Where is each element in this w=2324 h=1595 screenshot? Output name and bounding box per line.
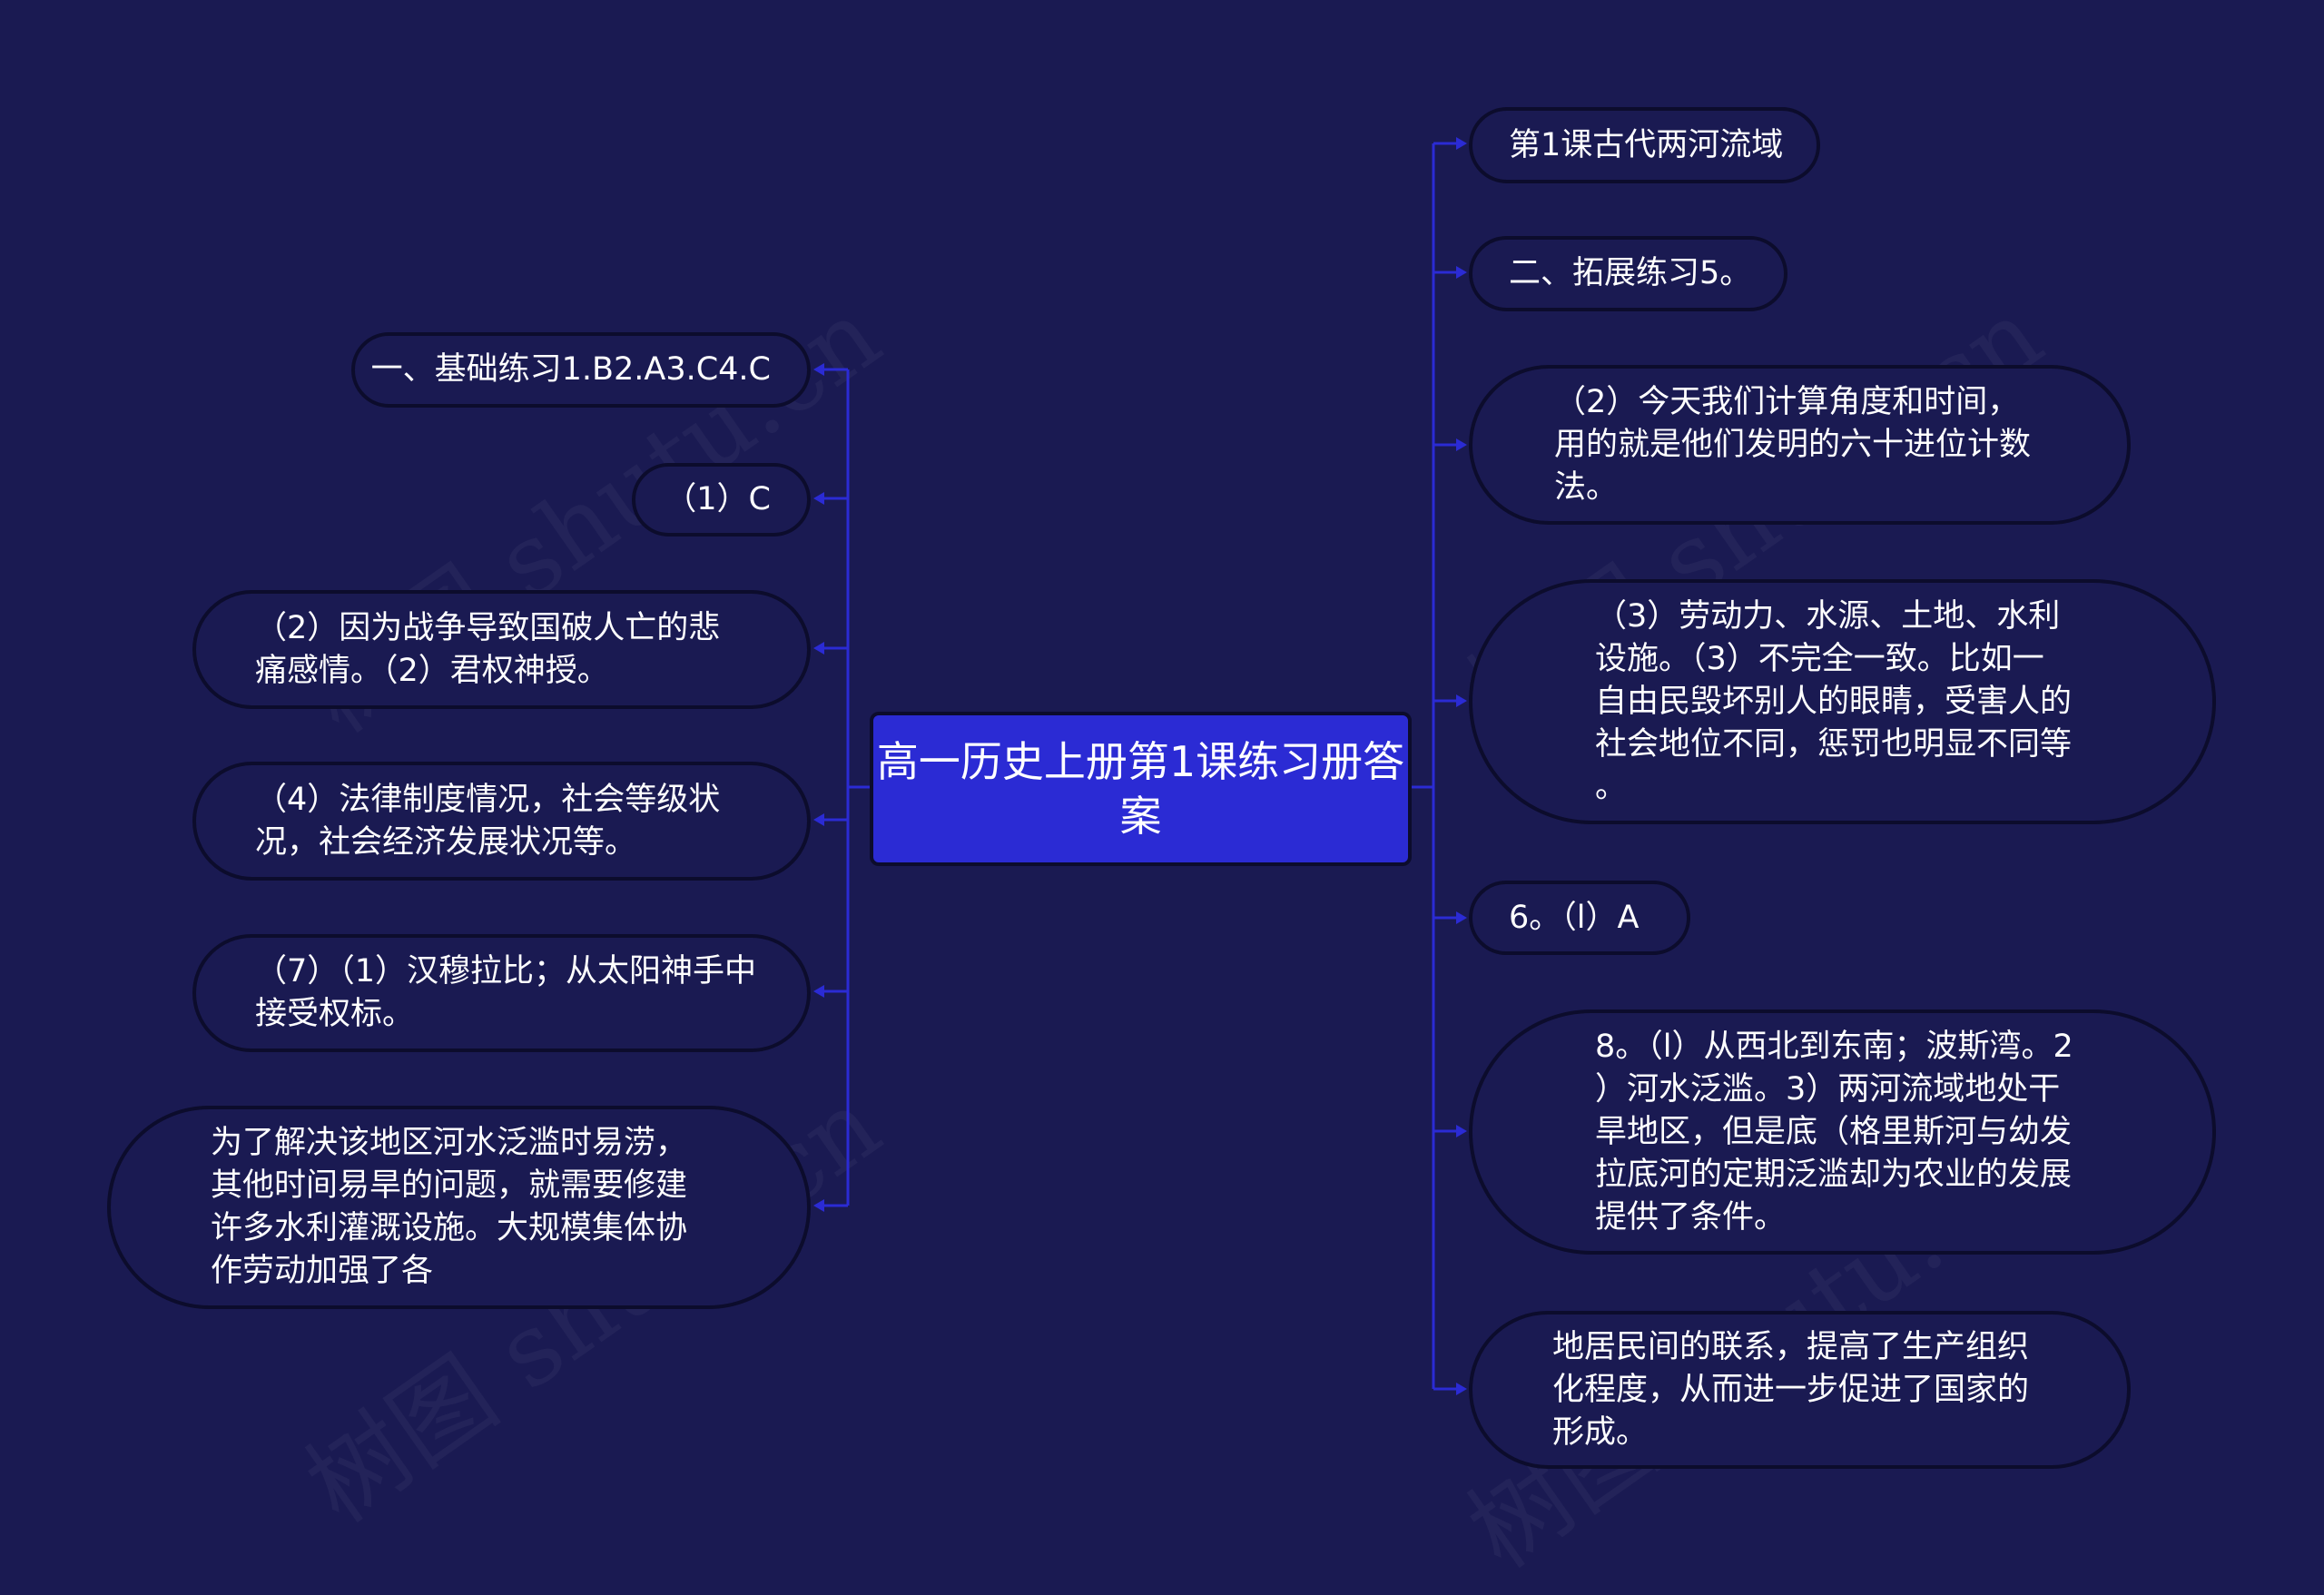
node-text: （7）（1）汉穆拉比；从太阳神手中 接受权标。: [255, 953, 757, 1032]
node-text: 二、拓展练习5。: [1509, 255, 1752, 291]
node-text: （2）今天我们计算角度和时间， 用的就是他们发明的六十进位计数 法。: [1554, 383, 2032, 506]
right-node-1[interactable]: 第1课古代两河流域: [1469, 107, 1820, 183]
node-text: 6。（l）A: [1509, 899, 1640, 936]
node-text: 第1课古代两河流域: [1509, 126, 1784, 163]
right-node-2[interactable]: 二、拓展练习5。: [1469, 236, 1787, 311]
left-node-1[interactable]: 一、基础练习1.B2.A3.C4.C: [351, 332, 811, 408]
node-text: （3）劳动力、水源、土地、水利 设施。（3）不完全一致。比如一 自由民毁坏别人的…: [1595, 597, 2073, 805]
left-node-4[interactable]: （4）法律制度情况，社会等级状 况，社会经济发展状况等。: [192, 762, 811, 881]
node-text: 地居民间的联系，提高了生产组织 化程度，从而进一步促进了国家的 形成。: [1552, 1328, 2030, 1451]
left-node-3[interactable]: （2）因为战争导致国破人亡的悲 痛感情。（2）君权神授。: [192, 590, 811, 709]
node-text: （1）C: [665, 481, 771, 517]
node-text: （2）因为战争导致国破人亡的悲 痛感情。（2）君权神授。: [255, 609, 721, 689]
left-node-2[interactable]: （1）C: [632, 463, 811, 537]
node-text: （4）法律制度情况，社会等级状 况，社会经济发展状况等。: [255, 781, 721, 861]
right-node-7[interactable]: 地居民间的联系，提高了生产组织 化程度，从而进一步促进了国家的 形成。: [1469, 1311, 2131, 1469]
right-node-5[interactable]: 6。（l）A: [1469, 881, 1690, 955]
right-node-4[interactable]: （3）劳动力、水源、土地、水利 设施。（3）不完全一致。比如一 自由民毁坏别人的…: [1469, 579, 2216, 824]
right-node-6[interactable]: 8。（l）从西北到东南；波斯湾。2 ）河水泛滥。3）两河流域地处干 旱地区，但是…: [1469, 1009, 2216, 1255]
left-node-6[interactable]: 为了解决该地区河水泛滥时易涝， 其他时间易旱的问题，就需要修建 许多水利灌溉设施…: [107, 1106, 811, 1309]
node-text: 一、基础练习1.B2.A3.C4.C: [370, 351, 771, 388]
left-node-5[interactable]: （7）（1）汉穆拉比；从太阳神手中 接受权标。: [192, 934, 811, 1052]
node-text: 为了解决该地区河水泛滥时易涝， 其他时间易旱的问题，就需要修建 许多水利灌溉设施…: [211, 1125, 688, 1289]
right-node-3[interactable]: （2）今天我们计算角度和时间， 用的就是他们发明的六十进位计数 法。: [1469, 365, 2131, 525]
node-text: 8。（l）从西北到东南；波斯湾。2 ）河水泛滥。3）两河流域地处干 旱地区，但是…: [1595, 1028, 2073, 1236]
central-topic-label: 高一历史上册第1课练习册答案: [876, 737, 1405, 841]
central-topic[interactable]: 高一历史上册第1课练习册答案: [870, 712, 1412, 866]
